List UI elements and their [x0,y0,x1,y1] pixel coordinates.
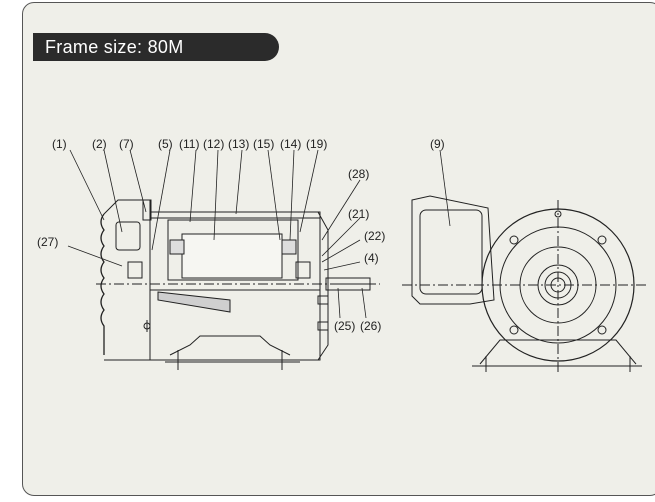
bearing-left [127,261,143,279]
label-4: (4) [364,251,379,265]
label-14: (14) [280,137,301,151]
label-21: (21) [348,207,369,221]
frame-size-title: Frame size: 80M [33,33,279,61]
label-7: (7) [119,137,134,151]
label-27: (27) [37,235,58,249]
label-19: (19) [306,137,327,151]
label-12: (12) [203,137,224,151]
label-25: (25) [334,319,355,333]
label-9: (9) [430,137,445,151]
label-26: (26) [360,319,381,333]
label-2: (2) [92,137,107,151]
label-15: (15) [253,137,274,151]
label-13: (13) [228,137,249,151]
bolt [509,235,519,245]
coil-left [169,239,185,255]
label-11: (11) [179,137,199,151]
rotor [181,233,283,279]
base-feet [169,335,291,356]
label-1: (1) [52,137,67,151]
coil-right [281,239,297,255]
fan-cover [115,221,141,251]
stator-core [167,219,299,281]
label-28: (28) [348,167,369,181]
terminal-box-inner [419,209,483,295]
bearing-right [295,261,311,279]
left-end-cover [100,213,105,355]
diagram-panel: Frame size: 80M [22,2,655,496]
stator-frame [149,211,321,361]
left-bracket [103,199,151,361]
label-5: (5) [158,137,173,151]
terminal-box [411,195,495,305]
label-22: (22) [364,229,385,243]
right-bracket [298,211,329,361]
